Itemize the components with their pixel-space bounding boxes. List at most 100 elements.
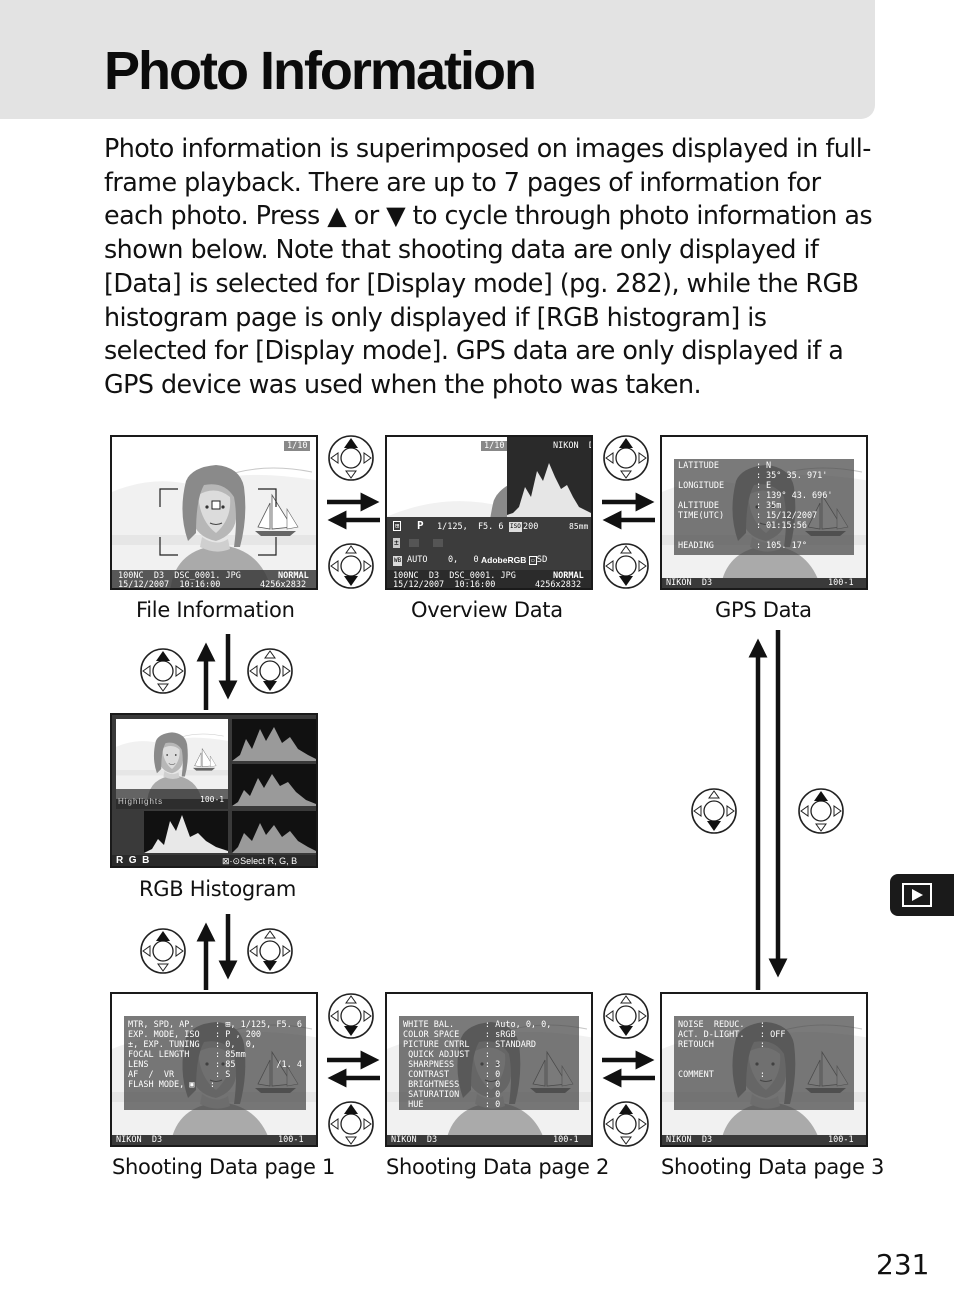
data-row: SATURATION : 0: [403, 1090, 501, 1100]
multi-selector-down-icon: [690, 787, 738, 835]
gps-row: : 35° 35. 971': [756, 471, 828, 481]
info-bar: [662, 1135, 866, 1145]
gps-label: LATITUDE: [678, 461, 719, 471]
info-bar: [112, 1135, 316, 1145]
picture-control-value: SD: [536, 555, 548, 565]
quality-label: NORMAL: [278, 571, 309, 581]
data-row: LENS : 85 /1. 4: [128, 1060, 302, 1070]
gps-row: LONGITUDE: E: [678, 481, 772, 491]
data-row: RETOUCH :: [678, 1040, 765, 1050]
data-panel: [399, 1016, 579, 1110]
green-histogram: [144, 811, 228, 853]
data-panel: [674, 1016, 854, 1110]
bracketing-indicator: [433, 539, 443, 547]
data-row: ACT. D-LIGHT. : OFF: [678, 1030, 786, 1040]
info-bar: [662, 578, 866, 588]
rgb-histogram-screen: Highlights 100-1 R G B ⊠·⊙Select R, G, B: [110, 713, 318, 868]
gps-value: 15/12/2007: [766, 511, 818, 521]
image-size: 4256x2832: [260, 580, 307, 590]
caption-file-information: File Information: [136, 598, 295, 622]
gps-label: HEADING: [678, 541, 714, 551]
histogram-panel: [507, 437, 591, 517]
shooting-rows: MTR, SPD, AP. : ⊞, 1/125, F5. 6 EXP. MOD…: [128, 1020, 302, 1090]
file-line-2: 15/12/2007 10:16:00: [118, 580, 221, 590]
data-row: CONTRAST : 0: [403, 1070, 501, 1080]
folder-number: 100-1: [553, 1135, 579, 1145]
data-row: QUICK ADJUST :: [403, 1050, 490, 1060]
gps-value: 35° 35. 971': [766, 471, 828, 481]
folder-number: 100-1: [200, 795, 225, 804]
frame-counter: 1/10: [481, 441, 508, 451]
picture-control: ▭SD: [529, 555, 548, 565]
gps-value: 105. 17°: [766, 541, 807, 551]
data-row: MTR, SPD, AP. : ⊞, 1/125, F5. 6: [128, 1020, 302, 1030]
camera-model: NIKON D3: [553, 441, 591, 451]
data-row: SHARPNESS : 3: [403, 1060, 501, 1070]
exposure-mode: P: [417, 519, 424, 532]
multi-selector-up-icon: [602, 1100, 650, 1148]
gps-value: 139° 43. 696': [766, 491, 833, 501]
frame-counter: 1/10: [284, 441, 311, 451]
flash-comp-indicator: [409, 539, 419, 547]
blue-histogram: [232, 811, 316, 853]
control-bar: [112, 855, 316, 866]
gps-rows: LATITUDE: N : 35° 35. 971' LONGITUDE: E …: [678, 461, 833, 551]
focal-length: 85mm: [569, 522, 589, 531]
shooting-rows: NOISE REDUC. : ACT. D-LIGHT. : OFF RETOU…: [678, 1020, 785, 1080]
exposure-comp-icon: ±: [393, 538, 400, 548]
caption-rgb-histogram: RGB Histogram: [139, 877, 296, 901]
gps-row: HEADING: 105. 17°: [678, 541, 807, 551]
multi-selector-down-icon: [327, 992, 375, 1040]
camera-model: NIKON D3: [666, 1135, 713, 1145]
gps-row: ALTITUDE: 35m: [678, 501, 782, 511]
data-panel: [124, 1016, 306, 1110]
shooting-data-1-screen: MTR, SPD, AP. : ⊞, 1/125, F5. 6 EXP. MOD…: [110, 992, 318, 1147]
channel-labels: R G B: [116, 855, 150, 866]
gps-screen: LATITUDE: N : 35° 35. 971' LONGITUDE: E …: [660, 435, 868, 590]
luminance-histogram: [507, 463, 591, 517]
data-row: FOCAL LENGTH : 85mm: [128, 1050, 246, 1060]
gps-panel: [674, 459, 854, 555]
page-title: Photo Information: [104, 41, 537, 101]
multi-selector-down-icon: [327, 542, 375, 590]
multi-selector-down-icon: [246, 927, 294, 975]
caption-overview-data: Overview Data: [411, 598, 563, 622]
shooting-data-3-screen: NOISE REDUC. : ACT. D-LIGHT. : OFF RETOU…: [660, 992, 868, 1147]
select-channel-hint: ⊠·⊙Select R, G, B: [222, 856, 298, 866]
data-row: NOISE REDUC. :: [678, 1020, 765, 1030]
gps-value: 35m: [766, 501, 782, 511]
focus-brackets: [159, 488, 277, 556]
info-bar: [387, 570, 591, 588]
file-line-1: 100NC D3 DSC_0001. JPG: [393, 571, 516, 581]
shutter-aperture: 1/125, F5. 6: [437, 522, 504, 532]
data-row: PICTURE CNTRL : STANDARD: [403, 1040, 537, 1050]
data-row: ±, EXP. TUNING : 0, 0,: [128, 1040, 256, 1050]
multi-selector-down-icon: [602, 992, 650, 1040]
shooting-rows: WHITE BAL. : Auto, 0, 0, COLOR SPACE : s…: [403, 1020, 551, 1110]
camera-model: NIKON D3: [391, 1135, 438, 1145]
white-balance: AUTO 0, 0: [407, 555, 479, 565]
gps-value: N: [766, 461, 772, 471]
metering-icon: ⊞: [393, 521, 402, 531]
data-row: COLOR SPACE : sRGB: [403, 1030, 516, 1040]
shooting-data-2-screen: WHITE BAL. : Auto, 0, 0, COLOR SPACE : s…: [385, 992, 593, 1147]
gps-label: ALTITUDE: [678, 501, 719, 511]
data-row: [678, 1050, 785, 1060]
iso-badge: ISO: [509, 522, 522, 532]
gps-row: TIME(UTC): 15/12/2007: [678, 511, 818, 521]
caption-shooting-data-2: Shooting Data page 2: [386, 1155, 610, 1179]
camera-model: NIKON D3: [116, 1135, 163, 1145]
data-row: COMMENT :: [678, 1070, 765, 1080]
red-histogram: [232, 764, 316, 806]
highlights-label: Highlights: [118, 797, 164, 806]
folder-number: 100-1: [828, 1135, 854, 1145]
data-row: AF / VR : S: [128, 1070, 231, 1080]
image-size: 4256x2832: [535, 580, 582, 590]
data-row: WHITE BAL. : Auto, 0, 0,: [403, 1020, 552, 1030]
multi-selector-down-icon: [602, 542, 650, 590]
iso-value: 200: [523, 522, 539, 532]
data-row: BRIGHTNESS : 0: [403, 1080, 501, 1090]
multi-selector-up-icon: [327, 434, 375, 482]
gps-value: E: [766, 481, 772, 491]
playback-section-tab: [890, 874, 954, 916]
